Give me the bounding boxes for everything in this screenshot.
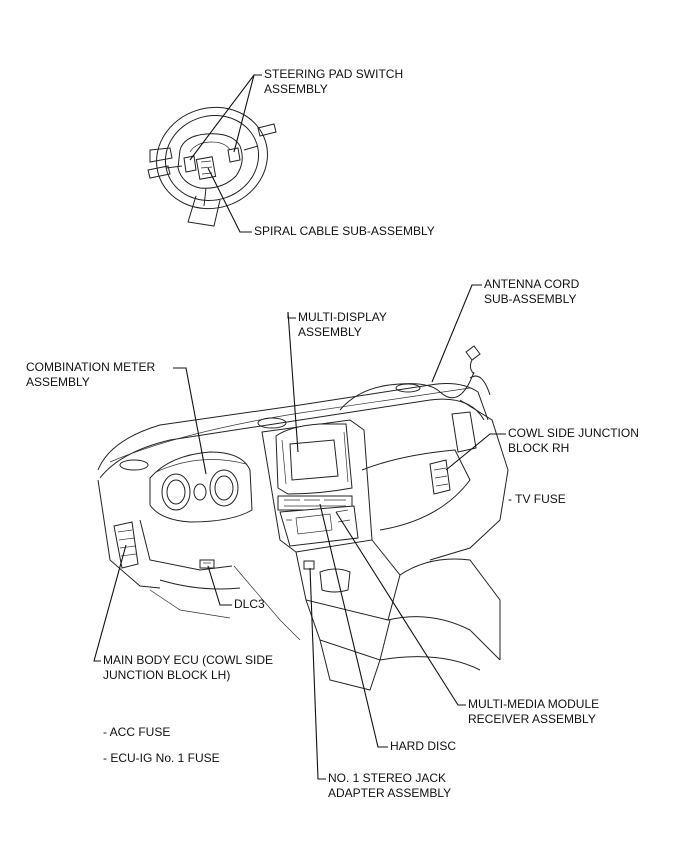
- leader-lines: [93, 74, 506, 780]
- label-tv-fuse: - TV FUSE: [508, 492, 566, 506]
- label-spiral-cable: SPIRAL CABLE SUB-ASSEMBLY: [254, 224, 435, 238]
- steering-wheel-drawing: [147, 106, 277, 227]
- label-ecu-ig-fuse: - ECU-IG No. 1 FUSE: [103, 751, 220, 765]
- label-acc-fuse: - ACC FUSE: [103, 725, 171, 739]
- label-dlc3: DLC3: [234, 597, 265, 611]
- label-hard-disc: HARD DISC: [390, 739, 457, 753]
- dashboard-drawing: [97, 345, 509, 691]
